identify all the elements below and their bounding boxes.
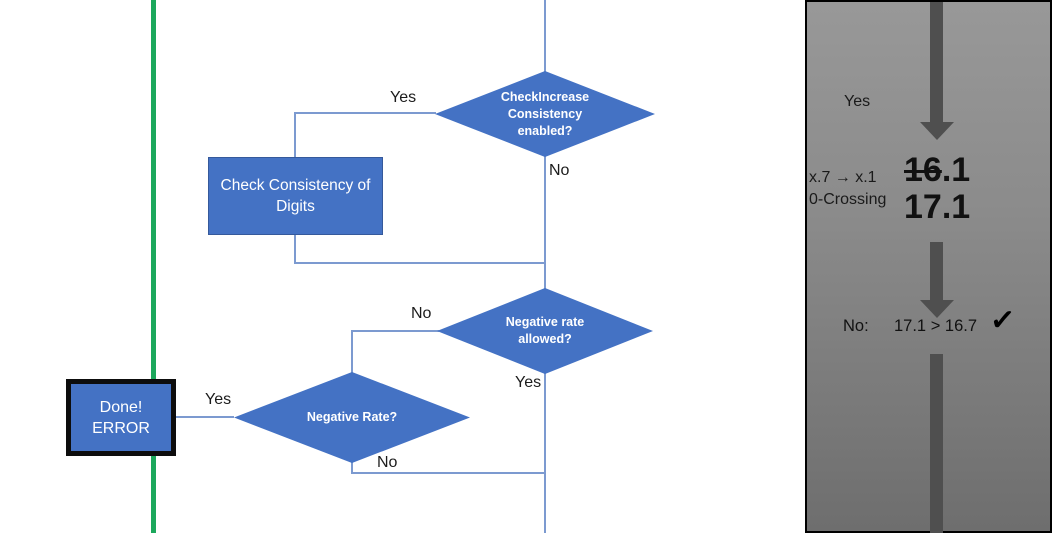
connector-process-right-merge <box>294 262 546 264</box>
decision-negative-rate-allowed: Negative rate allowed? <box>437 288 653 374</box>
down-arrow-head-icon <box>920 122 954 140</box>
checkmark-icon: ✓ <box>988 303 1017 338</box>
swimlane-divider-line <box>151 0 156 533</box>
process-check-consistency-label: Check Consistency of Digits <box>220 177 371 215</box>
down-arrow-icon <box>930 2 943 122</box>
panel-rule-line2: 0-Crossing <box>809 191 887 208</box>
decision-negative-rate-label: Negative Rate? <box>306 410 398 424</box>
connector-yes-down-bottom <box>544 372 546 533</box>
panel-values: 16.1 17.1 <box>904 152 970 226</box>
panel-result-prefix: No: <box>843 317 869 335</box>
connector-negative-rate-down <box>351 461 353 474</box>
edge-label-no-negative-allowed: No <box>411 305 432 322</box>
edge-label-yes-negative-rate: Yes <box>205 391 232 408</box>
connector-top-into-checkincrease <box>544 0 546 72</box>
panel-value-wrong: 16.1 <box>904 152 970 189</box>
edge-label-no-checkincrease: No <box>549 162 570 179</box>
edge-label-yes-negative-allowed: Yes <box>515 374 542 391</box>
terminal-done-error: Done! ERROR <box>66 379 176 456</box>
decision-checkincrease-consistency: CheckIncrease Consistency enabled? <box>435 71 655 157</box>
panel-step-yes-label: Yes <box>844 93 871 110</box>
decision-checkincrease-label: CheckIncrease Consistency enabled? <box>500 89 590 138</box>
edge-label-yes-checkincrease: Yes <box>390 89 417 106</box>
panel-result-comparison: 17.1 > 16.7 <box>894 317 978 335</box>
panel-value-struck: 16 <box>904 151 942 189</box>
connector-no-down-to-negative-allowed <box>544 154 546 289</box>
down-arrow-icon <box>930 242 943 300</box>
down-arrow-head-icon <box>920 300 954 318</box>
decision-negative-rate: Negative Rate? <box>234 372 470 463</box>
connector-process-down <box>294 234 296 264</box>
edge-label-no-negative-rate: No <box>377 454 398 471</box>
connector-yes-down-to-process <box>294 112 296 158</box>
panel-value-rest: .1 <box>941 151 971 189</box>
connector-no-down-to-negative-rate <box>351 330 353 373</box>
down-arrow-shaft-icon <box>930 354 943 533</box>
connector-no-left <box>352 330 439 332</box>
panel-rule-line1: x.7 → x.1 <box>809 169 877 186</box>
connector-yes-to-done <box>176 416 234 418</box>
panel-rule-text: x.7 → x.1 0-Crossing <box>809 167 886 211</box>
annotation-panel: Yes x.7 → x.1 0-Crossing 16.1 17.1 No: 1… <box>805 0 1052 533</box>
terminal-done-line1: Done! <box>99 398 143 416</box>
connector-yes-left <box>295 112 436 114</box>
process-check-consistency-of-digits: Check Consistency of Digits <box>208 157 383 235</box>
connector-negative-rate-right-merge <box>351 472 546 474</box>
terminal-done-line2: ERROR <box>92 419 150 437</box>
panel-value-corrected: 17.1 <box>904 188 971 226</box>
decision-negative-rate-allowed-label: Negative rate allowed? <box>505 315 585 346</box>
